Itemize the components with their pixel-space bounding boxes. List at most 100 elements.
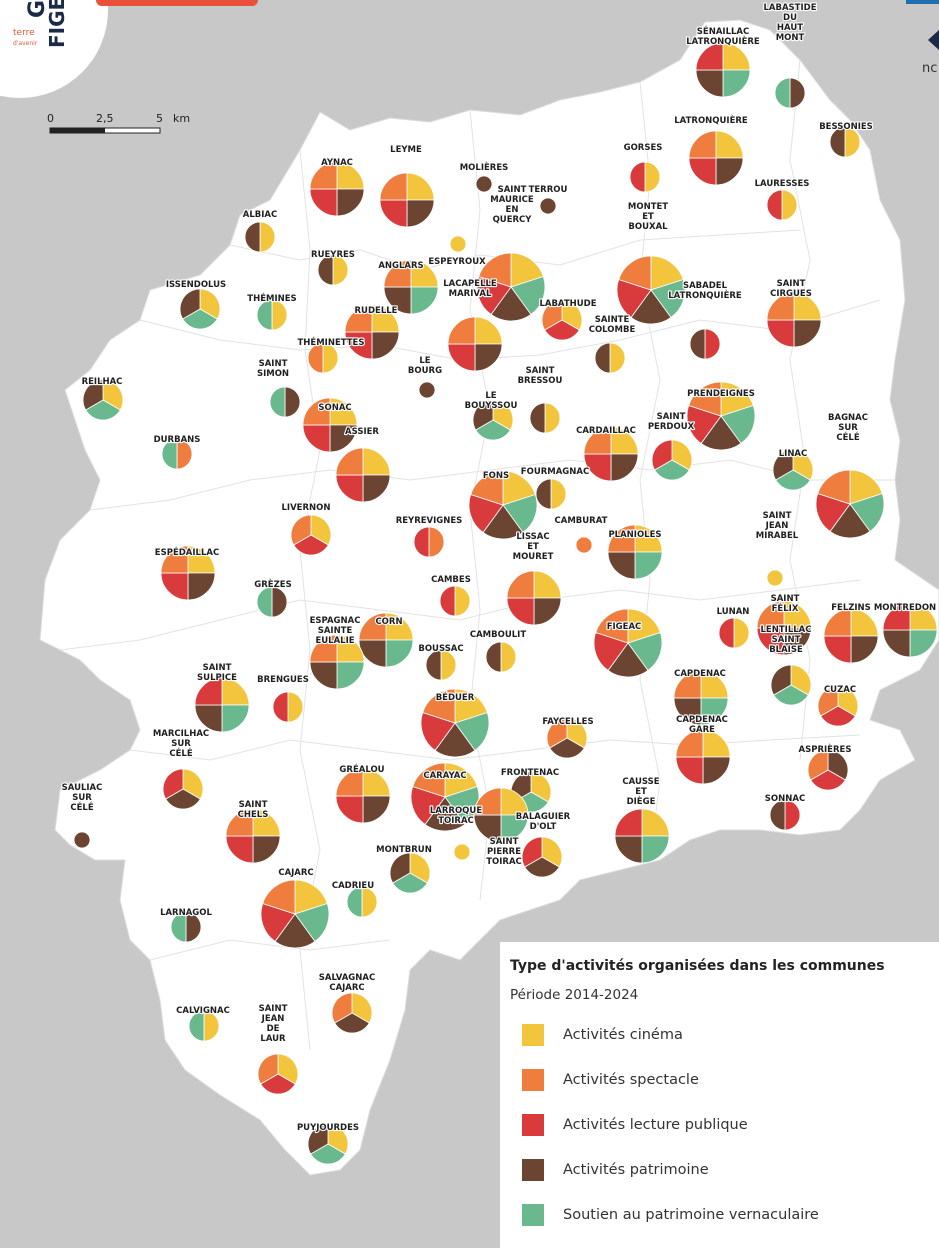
pie-slice-cinema: [793, 292, 822, 321]
pie-slice-spectacle: [160, 545, 189, 574]
pie-slice-cinema: [766, 569, 784, 587]
pie-slice-vernaculaire: [336, 661, 365, 690]
pie-leyme: [379, 172, 435, 228]
pie-slice-cinema: [550, 478, 567, 510]
label-terrou: TERROU: [529, 185, 568, 195]
pie-sainte-colombe: [594, 342, 626, 374]
pie-slice-cinema: [336, 634, 365, 663]
pie-slice-patrimoine: [485, 641, 502, 673]
pie-slice-lecture: [272, 691, 289, 723]
pie-slice-cinema: [221, 677, 250, 706]
pie-slice-lecture: [616, 278, 652, 319]
pie-slice-cinema: [287, 691, 304, 723]
pie-slice-cinema: [502, 470, 536, 506]
pie-slice-spectacle: [335, 447, 364, 476]
pie-slice-spectacle: [506, 570, 535, 599]
pie-slice-spectacle: [618, 255, 652, 291]
label-frontenac: FRONTENAC: [501, 768, 559, 778]
scale-tick-2-5: 2,5: [96, 112, 114, 125]
pie-bagnac-sur-cele: [815, 469, 885, 539]
pie-slice-patrimoine: [271, 586, 288, 618]
pie-slice-spectacle: [673, 670, 702, 699]
pie-slice-lecture: [447, 343, 476, 372]
pie-saint-perdoux: [651, 439, 693, 481]
pie-slice-lecture: [160, 572, 189, 601]
pie-slice-patrimoine: [362, 795, 391, 824]
pie-slice-lecture: [335, 474, 364, 503]
pie-slice-cinema: [203, 1010, 220, 1042]
pie-slice-vernaculaire: [188, 1010, 205, 1042]
label-themines: THÉMINES: [247, 292, 296, 304]
pie-boussac: [425, 649, 457, 681]
pie-slice-vernaculaire: [634, 551, 663, 580]
pie-slice-spectacle: [766, 292, 795, 321]
pie-slice-patrimoine: [406, 199, 435, 228]
legend-label-vernaculaire: Soutien au patrimoine vernaculaire: [563, 1207, 819, 1223]
pie-slice-spectacle: [817, 685, 839, 717]
pie-slice-patrimoine: [549, 737, 585, 759]
label-cadrieu: CADRIEU: [332, 881, 374, 891]
pie-slice-patrimoine: [425, 649, 442, 681]
pie-slice-spectacle: [807, 749, 829, 781]
pie-slice-patrimoine: [185, 911, 202, 943]
pie-slice-patrimoine: [179, 288, 201, 320]
brand-name: FIGE: [45, 0, 69, 48]
label-albiac: ALBIAC: [243, 210, 277, 220]
pie-slice-cinema: [454, 585, 471, 617]
pie-slice-patrimoine: [789, 77, 806, 109]
legend-swatch-vernaculaire: [522, 1204, 544, 1226]
pie-slice-vernaculaire: [720, 404, 756, 445]
label-asprieres: ASPRIÈRES: [799, 743, 852, 755]
pie-slice-vernaculaire: [392, 872, 428, 894]
pie-slice-cinema: [322, 342, 339, 374]
pie-saint-jean-mirabel: [766, 569, 784, 587]
pie-slice-spectacle: [688, 381, 722, 417]
pie-grezes: [256, 586, 288, 618]
pie-slice-patrimoine: [607, 642, 649, 678]
pie-slice-cinema: [641, 808, 670, 837]
pie-slice-patrimoine: [769, 799, 786, 831]
pie-slice-lecture: [420, 711, 456, 752]
label-brengues: BRENGUES: [257, 675, 309, 685]
pie-saint-simon: [269, 386, 301, 418]
pie-slice-patrimoine: [473, 814, 502, 843]
pie-saint-pierre-toirac: [453, 843, 471, 861]
pie-slice-cinema: [533, 570, 562, 599]
pie-grealou: [335, 768, 391, 824]
pie-slice-spectacle: [447, 316, 476, 345]
pie-slice-cinema: [271, 299, 288, 331]
pie-slice-spectacle: [290, 514, 312, 546]
pie-slice-spectacle: [422, 688, 456, 724]
pie-slice-cinema: [849, 469, 883, 505]
pie-beduer: [420, 688, 490, 758]
pie-terrou: [539, 197, 557, 215]
pie-slice-lecture: [629, 161, 646, 193]
pie-cadrieu: [346, 886, 378, 918]
label-anglars: ANGLARS: [378, 261, 423, 271]
pie-slice-vernaculaire: [346, 886, 363, 918]
scale-tick-0: 0: [47, 112, 54, 125]
legend-swatch-spectacle: [522, 1069, 544, 1091]
pie-slice-lecture: [162, 768, 184, 800]
pie-slice-cinema: [720, 381, 754, 417]
pie-slice-patrimoine: [702, 756, 731, 785]
pie-slice-spectacle: [344, 304, 373, 333]
legend-item-lecture: Activités lecture publique: [522, 1112, 748, 1138]
label-durbans: DURBANS: [154, 435, 201, 445]
pie-slice-spectacle: [358, 612, 387, 641]
legend-swatch-patrimoine: [522, 1159, 544, 1181]
pie-slice-lecture: [593, 631, 629, 672]
pie-slice-patrimoine: [244, 221, 261, 253]
pie-slice-spectacle: [262, 879, 296, 915]
pie-slice-lecture: [468, 493, 504, 534]
pie-slice-cinema: [544, 402, 561, 434]
pie-slice-patrimoine: [482, 504, 524, 540]
pie-slice-cinema: [850, 608, 879, 637]
north-arrow-label: nc: [922, 61, 937, 76]
